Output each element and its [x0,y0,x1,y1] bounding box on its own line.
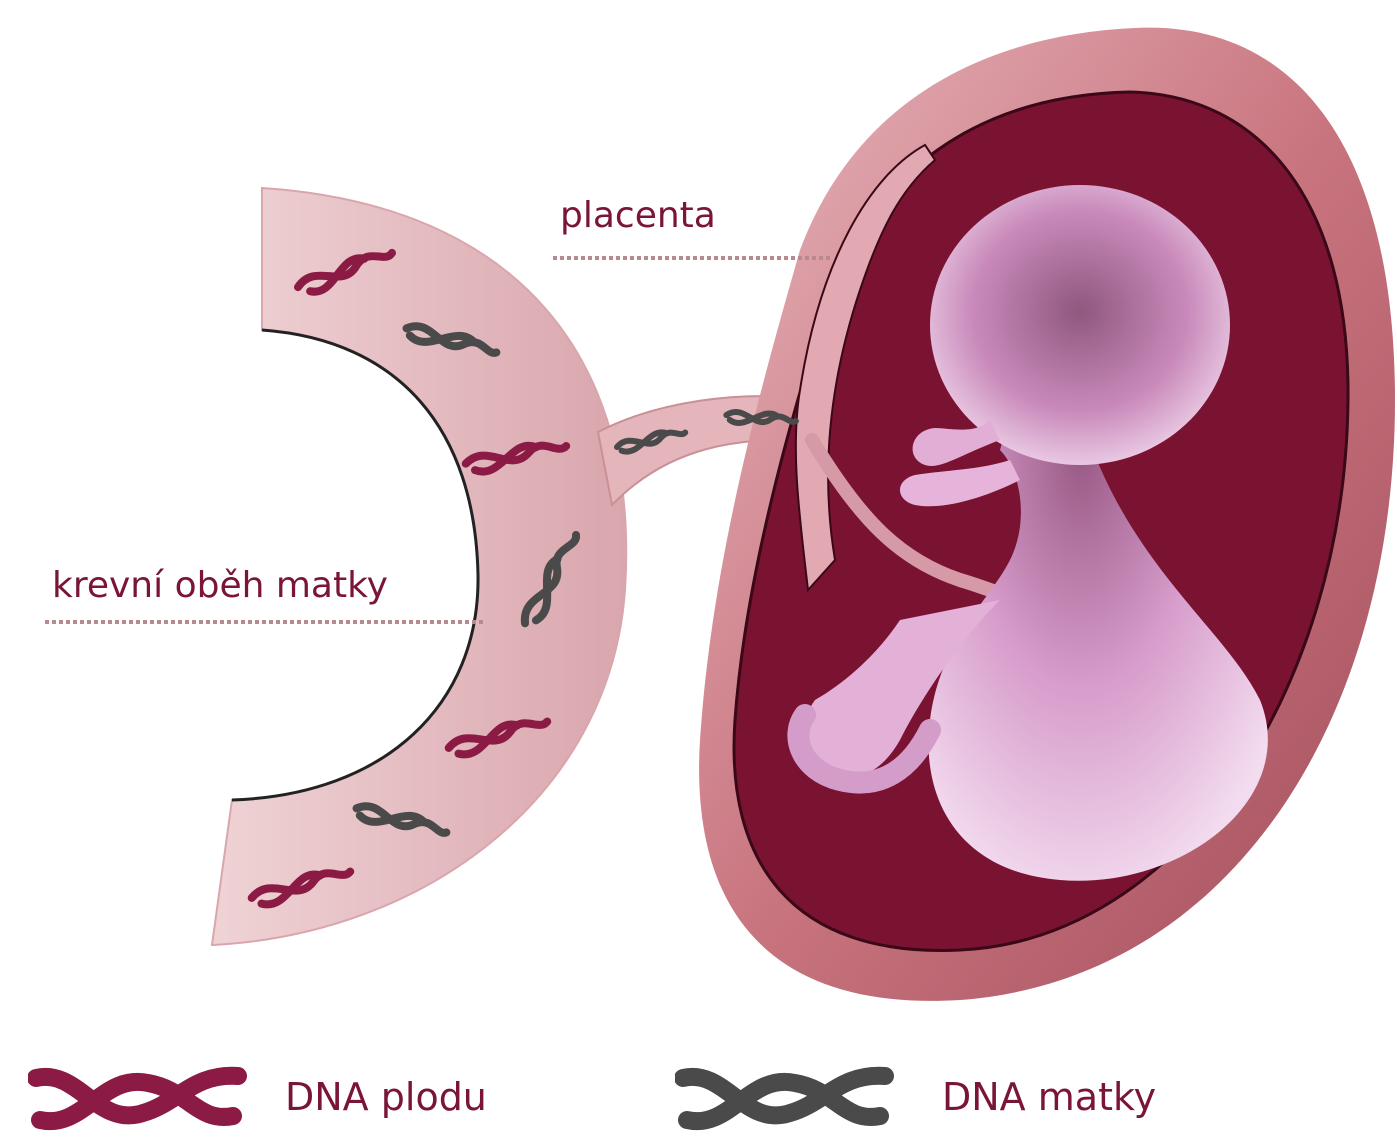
legend-fetal-dna-label: DNA plodu [285,1078,487,1116]
maternal-circulation-label: krevní oběh matky [52,568,388,604]
dna-helix-icon [675,1058,895,1138]
placenta-label: placenta [560,198,716,234]
dna-helix-icon [28,1058,248,1138]
legend-maternal-dna-label: DNA matky [942,1078,1156,1116]
